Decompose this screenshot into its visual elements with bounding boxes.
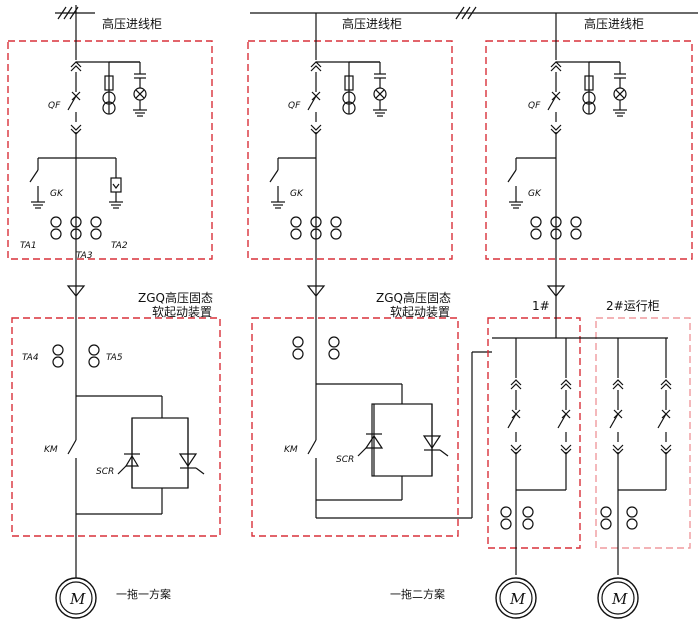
three-phase-mark-1 bbox=[55, 6, 95, 20]
label-qf: QF bbox=[48, 101, 61, 111]
label-scr: SCR bbox=[96, 467, 114, 477]
aux-circuit bbox=[343, 61, 387, 116]
scr-block bbox=[371, 403, 433, 477]
ct-icon bbox=[50, 216, 62, 240]
softstarter1-frame bbox=[11, 317, 221, 537]
label-qf: QF bbox=[528, 101, 541, 111]
label-gk: GK bbox=[50, 189, 64, 199]
arrester-icon bbox=[110, 177, 122, 193]
ct-icon bbox=[328, 336, 340, 360]
cabinet3-title: 高压进线柜 bbox=[584, 16, 644, 31]
disconnect-icon bbox=[550, 61, 562, 72]
run-cabinet2-frame bbox=[595, 317, 691, 549]
earthing-switch bbox=[508, 158, 523, 208]
earthing-switch bbox=[270, 158, 285, 208]
three-phase-mark-2 bbox=[455, 6, 477, 20]
label-gk: GK bbox=[528, 189, 542, 199]
cabinet1-title: 高压进线柜 bbox=[102, 16, 162, 31]
motor-label: M bbox=[509, 590, 526, 608]
ct-icon bbox=[330, 216, 342, 240]
scheme-one-to-two: 一拖二方案 bbox=[390, 587, 445, 601]
run-cabinet2-branches bbox=[600, 338, 672, 575]
label-ta2: TA2 bbox=[111, 241, 128, 251]
run-cabinet2-title: 2#运行柜 bbox=[606, 299, 660, 313]
softstarter2-title-line1: ZGQ高压固态 bbox=[376, 290, 451, 305]
label-gk: GK bbox=[290, 189, 304, 199]
softstarter2-title-line2: 软起动装置 bbox=[390, 305, 450, 319]
run-cabinet1-frame bbox=[487, 317, 581, 549]
cabinet1-frame bbox=[7, 40, 213, 260]
softstarter1-title-line1: ZGQ高压固态 bbox=[138, 290, 213, 305]
run-cabinet1-branches bbox=[500, 338, 572, 575]
run-cabinet1-title: 1# bbox=[532, 299, 550, 313]
label-ta5: TA5 bbox=[106, 353, 123, 363]
label-ta4: TA4 bbox=[22, 353, 39, 363]
label-qf: QF bbox=[288, 101, 301, 111]
label-scr: SCR bbox=[336, 455, 354, 465]
label-km: KM bbox=[44, 445, 58, 455]
ct-icon bbox=[52, 344, 64, 368]
ct-icon bbox=[290, 216, 302, 240]
scr-block bbox=[131, 417, 189, 489]
label-ta3: TA3 bbox=[76, 251, 93, 261]
label-ta1: TA1 bbox=[20, 241, 37, 251]
cabinet2-frame bbox=[247, 40, 453, 260]
aux-circuit bbox=[103, 61, 147, 116]
ct-icon bbox=[90, 216, 102, 240]
earthing-switch bbox=[30, 158, 45, 208]
disconnect-icon bbox=[310, 61, 322, 72]
softstarter1-title-line2: 软起动装置 bbox=[152, 305, 212, 319]
ct-icon bbox=[292, 336, 304, 360]
cabinet2-title: 高压进线柜 bbox=[342, 16, 402, 31]
label-km: KM bbox=[284, 445, 298, 455]
motor-label: M bbox=[69, 590, 86, 608]
motor-label: M bbox=[611, 590, 628, 608]
aux-circuit bbox=[583, 61, 627, 116]
ct-icon bbox=[530, 216, 542, 240]
softstarter2-frame bbox=[251, 317, 459, 537]
disconnect-icon bbox=[70, 61, 82, 72]
cabinet3-frame bbox=[485, 40, 693, 260]
ct-icon bbox=[570, 216, 582, 240]
ct-icon bbox=[88, 344, 100, 368]
scheme-one-to-one: 一拖一方案 bbox=[116, 587, 171, 601]
